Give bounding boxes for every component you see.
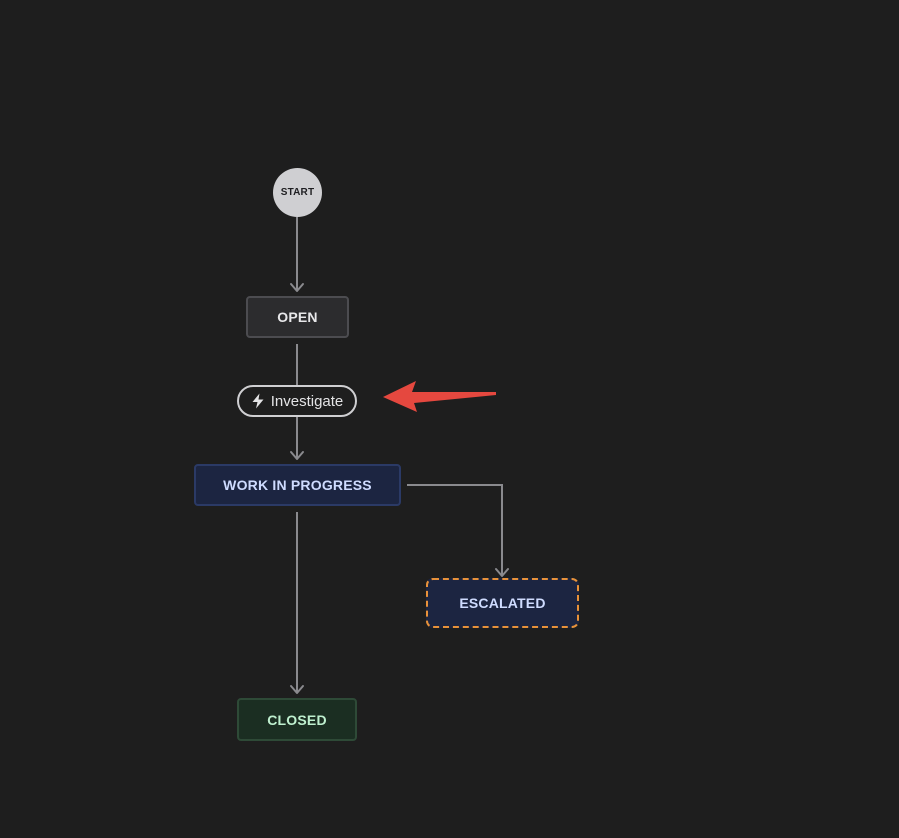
transition-investigate[interactable]: Investigate xyxy=(237,385,357,417)
edge-wip-to-escalated xyxy=(407,484,509,577)
status-open-label: OPEN xyxy=(277,309,318,325)
start-node[interactable]: START xyxy=(273,168,322,217)
edge-wip-to-closed xyxy=(290,512,304,694)
transition-investigate-label: Investigate xyxy=(270,392,344,410)
lightning-bolt-icon xyxy=(251,393,265,409)
start-node-label: START xyxy=(280,187,315,198)
status-work-in-progress[interactable]: WORK IN PROGRESS xyxy=(194,464,401,506)
status-closed-label: CLOSED xyxy=(267,711,327,728)
edge-start-to-open xyxy=(290,217,304,292)
edge-investigate-to-wip xyxy=(290,417,304,460)
status-escalated[interactable]: ESCALATED xyxy=(426,578,579,628)
status-open[interactable]: OPEN xyxy=(246,296,349,338)
status-closed[interactable]: CLOSED xyxy=(237,698,357,741)
status-work-in-progress-label: WORK IN PROGRESS xyxy=(223,477,372,493)
status-escalated-label: ESCALATED xyxy=(459,595,546,611)
